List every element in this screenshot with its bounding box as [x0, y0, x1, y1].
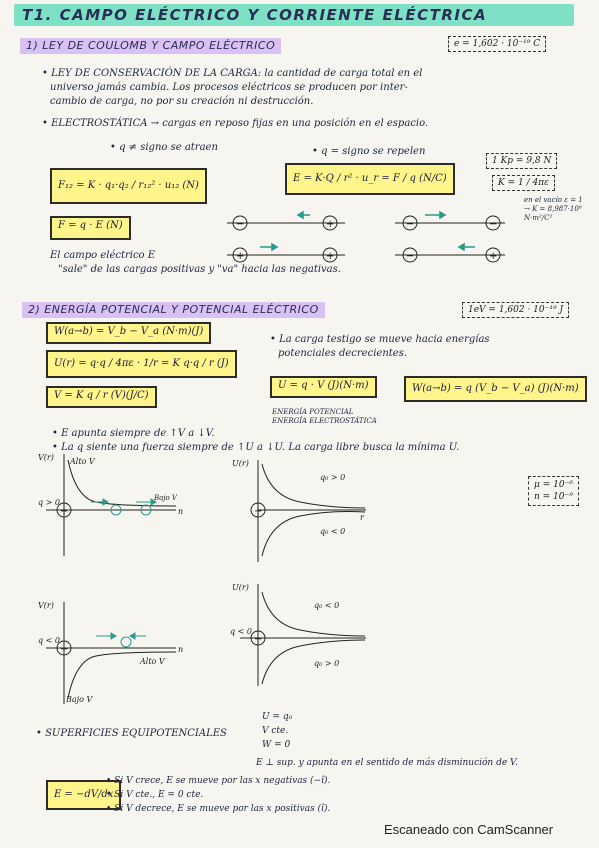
- field-formula-box: E = K·Q / r² · u_r = F / q (N/C): [285, 163, 455, 195]
- g4-ylabel: U(r): [232, 583, 249, 592]
- atraen-text: • q ≠ signo se atraen: [110, 142, 218, 153]
- g4-down: q₀ > 0: [314, 659, 339, 668]
- svg-text:+: +: [489, 251, 497, 262]
- svg-text:−: −: [489, 219, 497, 230]
- g1-charge: q > 0: [38, 498, 60, 507]
- u-label-2: ENERGÍA ELECTROSTÁTICA: [272, 417, 377, 425]
- electrostatica-line: • ELECTROSTÁTICA → cargas en reposo fija…: [42, 118, 429, 129]
- svg-text:−: −: [406, 219, 414, 230]
- g3-ylabel: V(r): [38, 601, 54, 610]
- equipot-v: V cte.: [262, 726, 289, 736]
- svg-text:−: −: [60, 644, 68, 655]
- u-label-1: ENERGÍA POTENCIAL: [272, 408, 354, 416]
- campo-line-2: "sale" de las cargas positivas y "va" ha…: [58, 264, 341, 275]
- g1-top: Alto V: [69, 457, 96, 466]
- g4-charge: q < 0: [230, 627, 252, 636]
- svg-text:+: +: [326, 219, 334, 230]
- prefix-box: μ = 10⁻⁶ n = 10⁻⁹: [528, 476, 579, 506]
- svg-text:+: +: [254, 506, 262, 517]
- graph-v-positive: + V(r) Alto V Bajo V q > 0 n: [38, 453, 183, 556]
- g2-up: q₀ > 0: [320, 473, 345, 482]
- g3-axis: n: [178, 645, 183, 654]
- ley-line-1: • LEY DE CONSERVACIÓN DE LA CARGA: la ca…: [42, 68, 423, 79]
- micro-prefix: μ = 10⁻⁶: [534, 480, 573, 490]
- work-formula-box: W(a→b) = V_b − V_a (N·m)(J): [46, 322, 212, 344]
- potential-energy-box: U(r) = q·q / 4πε · 1/r = K q·q / r (J): [46, 350, 237, 378]
- constant-e-charge: e = 1,602 · 10⁻¹⁹ C: [448, 36, 547, 52]
- g2-down: q₀ < 0: [320, 527, 345, 536]
- rule-3: • Si V decrece, E se mueve por las x pos…: [106, 804, 331, 814]
- graph-u-positive: + U(r) q₀ > 0 q₀ < 0 r: [232, 459, 366, 562]
- g2-axis: r: [360, 513, 365, 522]
- page-title: T1. CAMPO ELÉCTRICO Y CORRIENTE ELÉCTRIC…: [14, 4, 574, 26]
- svg-text:−: −: [406, 251, 414, 262]
- svg-text:+: +: [236, 251, 244, 262]
- rule-2: • Si V cte., E = 0 cte.: [106, 790, 204, 800]
- svg-text:−: −: [236, 219, 244, 230]
- charge-interaction-diagram: − + − − + + − +: [227, 210, 505, 263]
- e-gradient-box: E = −dV/dx: [46, 780, 122, 810]
- u-formula-box: U = q · V (J)(N·m): [270, 376, 377, 398]
- equipot-u: U = q₀: [262, 712, 293, 722]
- campo-line-1: El campo eléctrico E: [50, 250, 156, 261]
- g2-ylabel: U(r): [232, 459, 249, 468]
- rule-1: • Si V crece, E se mueve por las x negat…: [106, 776, 331, 786]
- apunta-line: • E apunta siempre de ↑V a ↓V.: [52, 428, 215, 439]
- nano-prefix: n = 10⁻⁹: [534, 492, 573, 502]
- g1-ylabel: V(r): [38, 453, 54, 462]
- carga-testigo-2: potenciales decrecientes.: [278, 348, 408, 359]
- g3-bottom: Bajo V: [65, 695, 93, 704]
- section-heading-2: 2) ENERGÍA POTENCIAL Y POTENCIAL ELÉCTRI…: [22, 302, 325, 318]
- camscanner-footer: Escaneado con CamScanner: [384, 822, 554, 837]
- force-field-box: F = q · E (N): [50, 216, 131, 240]
- section-heading-1: 1) LEY DE COULOMB Y CAMPO ELÉCTRICO: [20, 38, 282, 54]
- g1-axis: n: [178, 507, 183, 516]
- coulomb-formula-box: F₁₂ = K · q₁·q₂ / r₁₂² · u₁₂ (N): [50, 168, 207, 204]
- svg-text:−: −: [254, 634, 262, 645]
- svg-text:+: +: [60, 506, 68, 517]
- potential-box: V = K q / r (V)(J/C): [46, 386, 157, 408]
- ley-line-2: universo jamás cambia. Los procesos eléc…: [50, 82, 408, 93]
- equipot-heading: • SUPERFICIES EQUIPOTENCIALES: [36, 728, 227, 739]
- siente-line: • La q siente una fuerza siempre de ↑U a…: [52, 442, 460, 453]
- g3-top: Alto V: [139, 657, 166, 666]
- repelen-text: • q = signo se repelen: [312, 146, 426, 157]
- constant-ev: 1eV = 1,602 · 10⁻¹⁹ J: [462, 302, 570, 318]
- work2-formula-box: W(a→b) = q (V_b − V_a) (J)(N·m): [404, 376, 587, 402]
- constant-k-vacuum: en el vacío ε = 1 → K = 8,987·10⁹ N·m²/C…: [524, 196, 583, 222]
- g4-up: q₀ < 0: [314, 601, 339, 610]
- constant-kp: 1 Kp = 9,8 N: [486, 153, 558, 169]
- graph-v-negative: − V(r) q < 0 Alto V Bajo V n: [38, 601, 183, 704]
- carga-testigo-1: • La carga testigo se mueve hacia energí…: [270, 334, 490, 345]
- g3-charge: q < 0: [38, 636, 60, 645]
- constant-k-def: K = 1 / 4πε: [492, 175, 555, 191]
- equipot-w: W = 0: [262, 740, 291, 750]
- equipot-e-perp: E ⊥ sup. y apunta en el sentido de más d…: [256, 758, 518, 768]
- svg-text:+: +: [326, 251, 334, 262]
- g1-bottom: Bajo V: [153, 494, 178, 502]
- ley-line-3: cambio de carga, no por su creación ni d…: [50, 96, 314, 107]
- graph-u-negative: − U(r) q₀ < 0 q₀ > 0 q < 0: [230, 583, 366, 686]
